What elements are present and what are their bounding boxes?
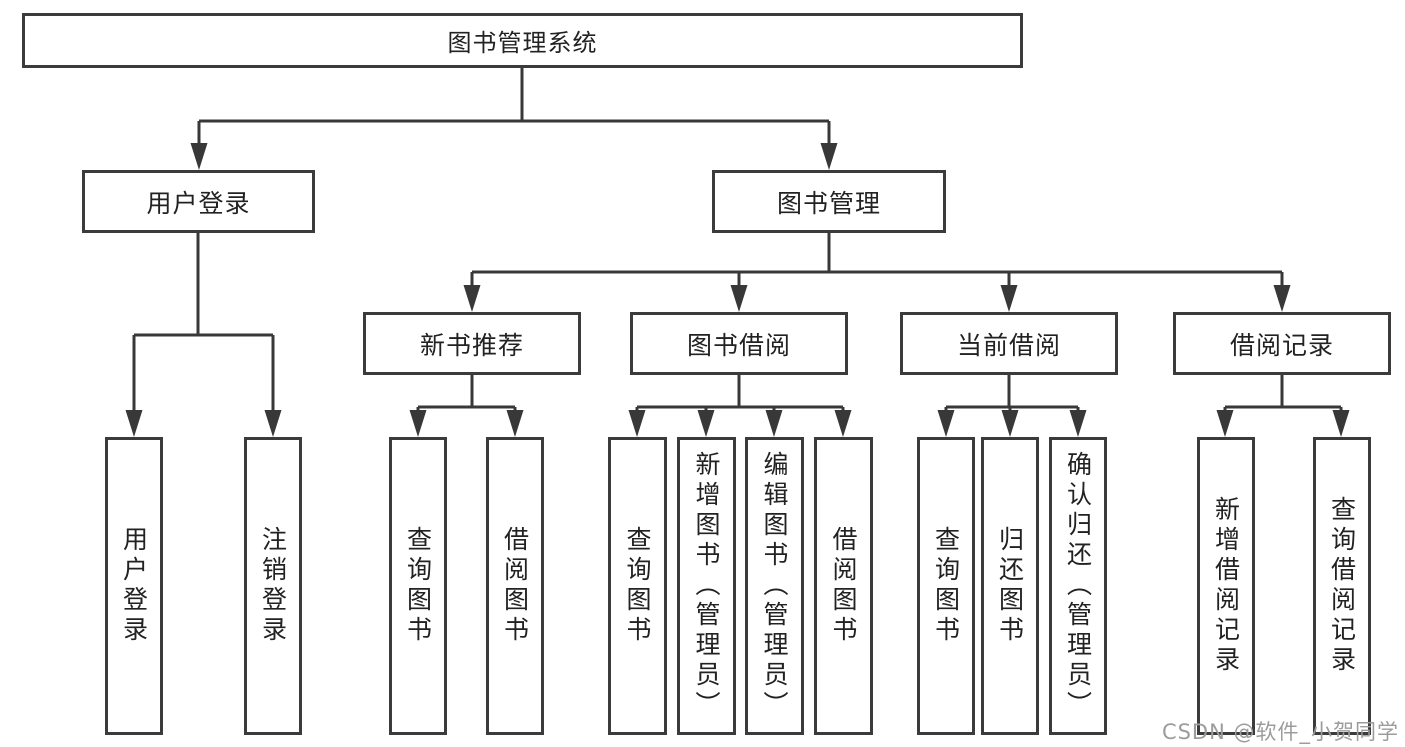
leaf-edit-book-admin: 编辑图书（管理员） bbox=[745, 437, 804, 735]
leaf-add-borrow-record: 新增借阅记录 bbox=[1197, 437, 1255, 735]
leaf-add-book-admin: 新增图书（管理员） bbox=[677, 437, 736, 735]
leaf-logout: 注销登录 bbox=[244, 437, 302, 735]
node-new-book-recommend: 新书推荐 bbox=[363, 312, 581, 375]
node-borrowing-records: 借阅记录 bbox=[1173, 312, 1391, 375]
node-library-management-system: 图书管理系统 bbox=[22, 13, 1023, 68]
leaf-search-books-recommend: 查询图书 bbox=[389, 437, 447, 735]
leaf-return-book: 归还图书 bbox=[981, 437, 1039, 735]
leaf-search-books-current: 查询图书 bbox=[917, 437, 975, 735]
leaf-search-books-borrowing: 查询图书 bbox=[608, 437, 667, 735]
leaf-borrow-books-recommend: 借阅图书 bbox=[486, 437, 544, 735]
leaf-borrow-books-borrowing: 借阅图书 bbox=[814, 437, 873, 735]
node-book-management: 图书管理 bbox=[712, 170, 946, 233]
leaf-search-borrow-record: 查询借阅记录 bbox=[1313, 437, 1371, 735]
leaf-confirm-return-admin: 确认归还（管理员） bbox=[1049, 437, 1107, 735]
leaf-user-login: 用户登录 bbox=[105, 437, 163, 735]
node-current-borrowing: 当前借阅 bbox=[900, 312, 1118, 375]
node-book-borrowing: 图书借阅 bbox=[630, 312, 848, 375]
watermark: CSDN @软件_小贺同学 bbox=[1161, 720, 1399, 744]
node-user-login: 用户登录 bbox=[82, 170, 315, 233]
